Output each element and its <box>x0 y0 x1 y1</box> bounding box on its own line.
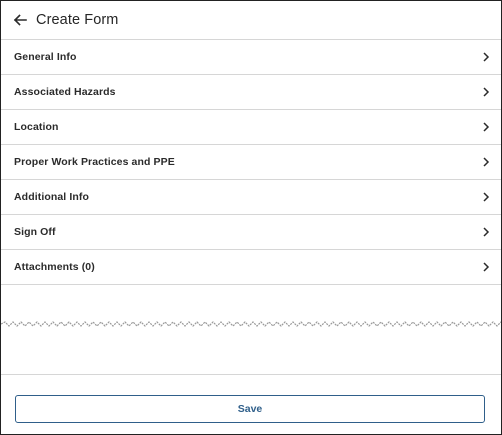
section-label: Proper Work Practices and PPE <box>14 156 175 168</box>
chevron-right-icon <box>480 121 492 133</box>
section-label: General Info <box>14 51 77 63</box>
chevron-right-icon <box>480 156 492 168</box>
section-location[interactable]: Location <box>1 110 501 145</box>
section-general-info[interactable]: General Info <box>1 40 501 75</box>
screenshot-break-divider <box>1 321 501 327</box>
section-label: Attachments (0) <box>14 261 95 273</box>
section-label: Sign Off <box>14 226 56 238</box>
chevron-right-icon <box>480 261 492 273</box>
chevron-right-icon <box>480 191 492 203</box>
page-title: Create Form <box>36 12 119 28</box>
section-label: Location <box>14 121 59 133</box>
form-footer: Save <box>1 374 501 434</box>
section-attachments[interactable]: Attachments (0) <box>1 250 501 285</box>
section-label: Additional Info <box>14 191 89 203</box>
section-additional-info[interactable]: Additional Info <box>1 180 501 215</box>
form-section-list: General Info Associated Hazards Location… <box>1 40 501 285</box>
chevron-right-icon <box>480 226 492 238</box>
arrow-left-icon <box>13 14 27 26</box>
app-header: Create Form <box>1 1 501 40</box>
section-associated-hazards[interactable]: Associated Hazards <box>1 75 501 110</box>
chevron-right-icon <box>480 86 492 98</box>
section-work-practices-ppe[interactable]: Proper Work Practices and PPE <box>1 145 501 180</box>
save-button[interactable]: Save <box>15 395 485 423</box>
section-sign-off[interactable]: Sign Off <box>1 215 501 250</box>
back-button[interactable] <box>10 10 30 30</box>
section-label: Associated Hazards <box>14 86 116 98</box>
chevron-right-icon <box>480 51 492 63</box>
